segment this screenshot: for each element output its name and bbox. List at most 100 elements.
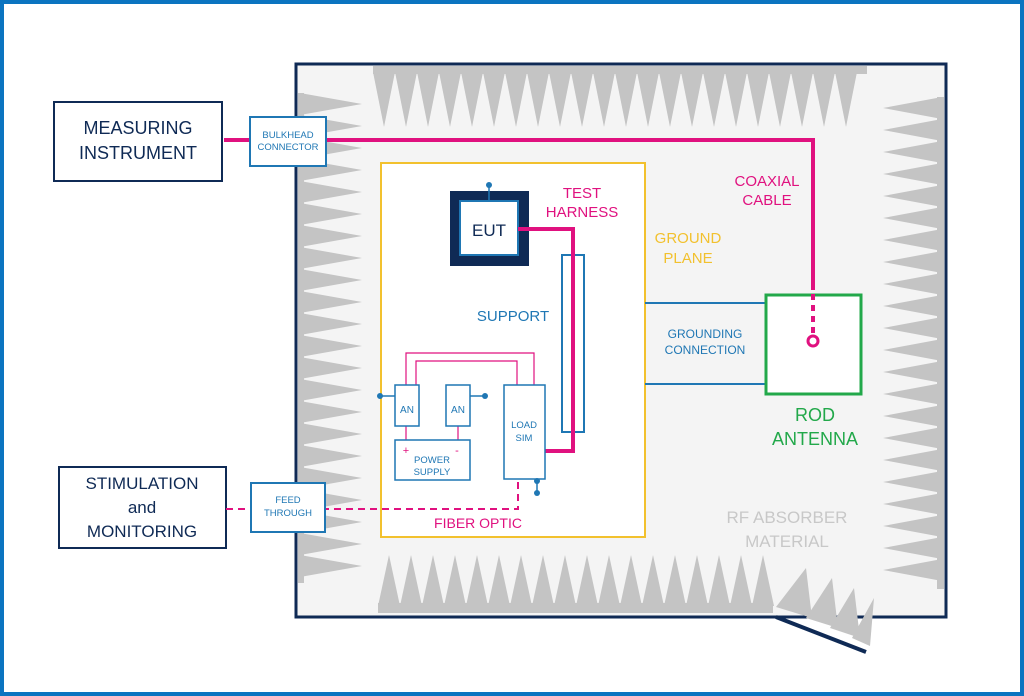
rf-absorber-cones [298,66,944,613]
absorber-cone [576,555,598,606]
absorber-cone [642,555,664,606]
absorber-cone [444,555,466,606]
ground-plane-label-1: GROUND [655,230,722,247]
absorber-cone [883,471,942,493]
absorber-cone [300,379,362,401]
absorber-cone [400,555,422,606]
stimulation-label-1: STIMULATION [85,474,198,493]
load-sim-label-1: LOAD [511,420,537,431]
absorber-cone [378,555,400,606]
absorber-cone [883,97,942,119]
absorber-cone [527,72,549,127]
absorber-cone [883,361,942,383]
absorber-cone [686,555,708,606]
antenna-feed-point [806,334,820,348]
absorber-cone [791,72,813,127]
load-sim-ground-dot-bottom [534,490,540,496]
absorber-cone [883,163,942,185]
absorber-cone [883,449,942,471]
absorber-base [378,603,773,613]
absorber-cone [300,423,362,445]
stimulation-label-3: MONITORING [87,522,197,541]
absorber-cone [769,72,791,127]
absorber-cone [300,181,362,203]
absorber-cone [549,72,571,127]
absorber-cone [488,555,510,606]
coaxial-cable [224,138,815,290]
power-wire-outer [405,352,535,385]
absorber-cone [510,555,532,606]
bulkhead-connector-label-2: CONNECTOR [257,142,318,153]
coaxial-cable-label-1: COAXIAL [734,173,799,190]
absorber-cone [461,72,483,127]
absorber-cone [883,339,942,361]
eut-ground-dot [486,182,492,188]
power-supply-minus: - [455,445,459,457]
eut-label: EUT [472,221,506,240]
absorber-cone [659,72,681,127]
absorber-cone [300,313,362,335]
measuring-instrument-box [53,101,223,182]
absorber-cone [681,72,703,127]
absorber-cone [300,225,362,247]
grounding-connection-label-2: CONNECTION [665,343,746,357]
rod-antenna-label-2: ANTENNA [772,429,858,449]
absorber-cone [300,401,362,423]
absorber-cone [300,93,362,115]
power-supply-box [394,439,471,481]
absorber-cone [300,533,362,555]
test-harness-label-1: TEST [563,185,601,202]
absorber-cone [883,229,942,251]
absorber-cone [883,427,942,449]
eut-inner-box [459,200,519,256]
absorber-cone [725,72,747,127]
test-harness-label-2: HARNESS [546,204,619,221]
absorber-cone [664,555,686,606]
absorber-cone [598,555,620,606]
absorber-cone [747,72,769,127]
rod-antenna-label-1: ROD [795,405,835,425]
absorber-cone [883,493,942,515]
absorber-cone [439,72,461,127]
an-label-2: AN [451,405,465,416]
feed-through-label-1: FEED [275,495,300,506]
absorber-cone [813,72,835,127]
absorber-cone [300,445,362,467]
power-supply-label-1: POWER [414,455,450,466]
absorber-cone [883,317,942,339]
power-wire-inner [415,360,518,385]
absorber-cone [883,537,942,559]
bulkhead-connector-label-1: BULKHEAD [262,130,313,141]
absorber-cone [883,119,942,141]
absorber-cone [615,72,637,127]
absorber-cone [300,291,362,313]
absorber-cone [532,555,554,606]
load-sim-label-2: SIM [516,433,533,444]
absorber-cone [300,269,362,291]
absorber-cone [300,357,362,379]
absorber-cone [505,72,527,127]
measuring-instrument-label-1: MEASURING [83,118,192,138]
absorber-cone [593,72,615,127]
feed-through-label-2: THROUGH [264,508,312,519]
an-label-1: AN [400,405,414,416]
absorber-cone [883,207,942,229]
absorber-cone [554,555,576,606]
load-sim-box [503,384,546,480]
absorber-cone [483,72,505,127]
absorber-cone [730,555,752,606]
absorber-cone [300,203,362,225]
feed-through-box [250,482,326,533]
an1-ground-dot [377,393,383,399]
test-harness-cable [518,227,575,453]
support-label: SUPPORT [477,308,549,325]
absorber-cone [752,555,774,606]
absorber-cone [708,555,730,606]
bulkhead-connector-box [249,116,327,167]
absorber-cone [883,515,942,537]
absorber-cone [703,72,725,127]
absorber-cone [300,555,362,577]
absorber-cone [883,295,942,317]
measuring-instrument-label-2: INSTRUMENT [79,143,197,163]
chamber-door [775,568,874,654]
